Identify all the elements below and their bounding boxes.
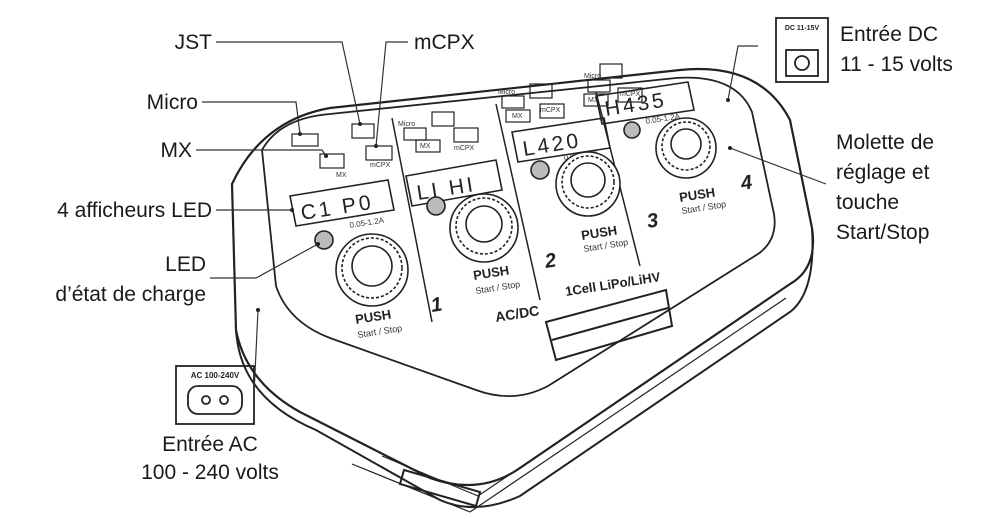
front-slot xyxy=(544,288,674,362)
channel-number-1: 1 xyxy=(429,293,443,316)
top-panel xyxy=(261,76,776,398)
port-label-mcpx-2: mCPX xyxy=(454,145,475,152)
port-label-micro-2: Micro xyxy=(398,121,415,128)
knobs xyxy=(335,117,717,307)
push-label-3: PUSH xyxy=(580,222,618,242)
dc-socket xyxy=(775,17,829,83)
callout-dc-line2: 11 - 15 volts xyxy=(840,53,953,76)
callout-mcpx: mCPX xyxy=(414,31,475,54)
callout-knob-line1: Molette de xyxy=(836,131,935,154)
acdc-label: AC/DC xyxy=(494,302,540,325)
charger-side-wall xyxy=(235,227,814,509)
status-led-3 xyxy=(530,160,550,180)
callout-micro: Micro xyxy=(146,91,198,114)
knob-4[interactable] xyxy=(655,117,717,179)
led-display-3 xyxy=(511,117,611,163)
callout-knob-line2: réglage et xyxy=(836,161,930,184)
callout-ac-line1: Entrée AC xyxy=(162,433,258,456)
port-label-mx-4: MX xyxy=(588,97,599,104)
port-label-micro-3: Micro xyxy=(498,89,515,96)
leader-lines xyxy=(196,41,827,395)
ac-socket-label: AC 100-240V xyxy=(191,371,240,380)
callout-charge-led-line2: d’état de charge xyxy=(55,283,206,306)
knob-2[interactable] xyxy=(449,193,519,263)
callout-charge-led-line1: LED xyxy=(165,253,206,276)
channel-number-2: 2 xyxy=(542,249,557,273)
port-label-mcpx-4: mCPX xyxy=(620,91,641,98)
port-label-mx-3: MX xyxy=(512,113,523,120)
callout-led-displays: 4 afficheurs LED xyxy=(57,199,212,222)
status-led-4 xyxy=(623,121,641,139)
led-display-1 xyxy=(289,179,395,227)
charger-base xyxy=(230,68,815,487)
port-label-mx-2: MX xyxy=(420,143,431,150)
push-label-2: PUSH xyxy=(472,262,510,282)
port-label-mcpx-3: mCPX xyxy=(540,107,561,114)
push-label-4: PUSH xyxy=(678,184,716,204)
callout-ac-line2: 100 - 240 volts xyxy=(141,461,279,484)
status-led-2 xyxy=(426,196,446,216)
leader-endpoints xyxy=(256,98,732,312)
led-display-2 xyxy=(405,159,503,207)
knob-3[interactable] xyxy=(555,151,621,217)
divider-2-3 xyxy=(495,103,541,301)
current-range-1: 0.05-1.2A xyxy=(349,216,385,230)
push-label-1: PUSH xyxy=(354,306,392,326)
callout-knob-line3: touche xyxy=(836,191,900,214)
callout-mx: MX xyxy=(160,139,193,162)
knob-1[interactable] xyxy=(335,233,409,307)
port-label-mx-1: MX xyxy=(336,172,347,179)
ac-socket xyxy=(175,365,255,425)
callout-knob-line4: Start/Stop xyxy=(836,221,930,244)
port-label-micro-4: Micro xyxy=(584,73,601,80)
callout-jst: JST xyxy=(174,31,212,54)
dc-socket-label: DC 11-15V xyxy=(785,25,820,32)
channel-number-3: 3 xyxy=(645,209,659,232)
port-label-mcpx-1: mCPX xyxy=(370,162,391,169)
channel-number-4: 4 xyxy=(738,171,753,195)
status-led-1 xyxy=(314,230,334,250)
port-blocks xyxy=(291,63,643,169)
callout-dc-line1: Entrée DC xyxy=(840,23,939,46)
led-display-4 xyxy=(595,81,695,125)
divider-1-2 xyxy=(391,117,433,323)
